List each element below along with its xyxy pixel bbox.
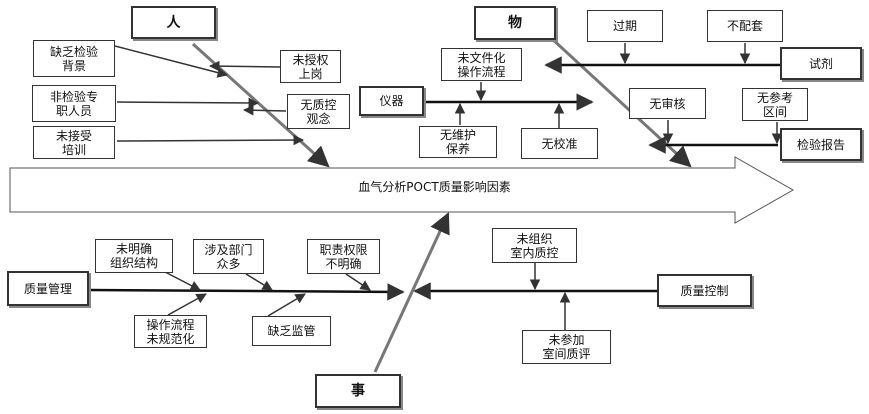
cause-no-reference-range: 无参考 区间 [742, 88, 808, 121]
cause-no-review: 无审核 [629, 88, 706, 119]
cause-non-professional: 非检验专 职人员 [32, 85, 116, 122]
cause-unclear-structure: 未明确 组织结构 [95, 239, 173, 273]
event-main-bone [373, 212, 450, 373]
category-event: 事 [315, 374, 401, 408]
branch-quality-control: 质量控制 [657, 274, 752, 307]
cause-many-departments: 涉及部门 众多 [193, 239, 264, 274]
cause-unauthorized: 未授权 上岗 [280, 50, 341, 83]
cause-no-eqa: 未参加 室间质评 [522, 330, 611, 364]
cause-lack-background: 缺乏检验 背景 [33, 40, 115, 77]
cause-no-maintenance: 无维护 保养 [419, 126, 497, 158]
cause-unclear-duties: 职责权限 不明确 [307, 239, 380, 274]
spine-arrow [9, 156, 795, 224]
cause-nonstandard-process: 操作流程 未规范化 [134, 315, 207, 348]
spine-label: 血气分析POCT质量影响因素 [358, 180, 511, 194]
cause-no-training: 未接受 培训 [33, 126, 115, 159]
cause-expired: 过期 [587, 10, 663, 42]
cause-no-calibration: 无校准 [521, 128, 598, 159]
category-material: 物 [474, 6, 556, 40]
cause-mismatch: 不配套 [707, 10, 783, 42]
cause-no-quality-concept: 无质控 观念 [287, 94, 350, 129]
branch-reagent: 试剂 [780, 47, 862, 80]
category-people: 人 [131, 6, 216, 39]
cause-lack-supervision: 缺乏监管 [252, 316, 331, 346]
branch-test-report: 检验报告 [780, 128, 862, 161]
branch-instrument: 仪器 [359, 86, 424, 116]
cause-no-sop: 未文件化 操作流程 [441, 48, 522, 81]
cause-no-internal-qc: 未组织 室内质控 [492, 228, 577, 263]
branch-quality-management: 质量管理 [7, 271, 89, 306]
